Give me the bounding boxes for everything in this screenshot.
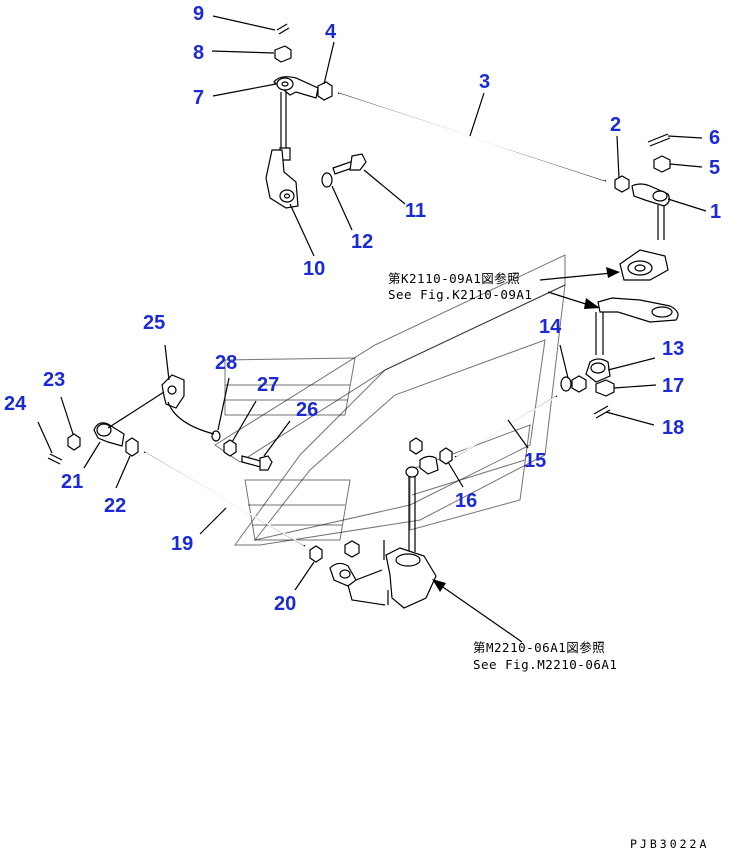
callout-13: 13 [662, 338, 684, 360]
lower-center-linkage [309, 437, 453, 609]
nut-4 [317, 81, 333, 101]
ref1-jp: 第K2110-09A1図参照 [388, 271, 520, 286]
callout-21: 21 [61, 471, 83, 493]
left-linkage [47, 374, 273, 471]
callout-7: 7 [193, 87, 204, 109]
callout-16: 16 [455, 490, 477, 512]
callout-18: 18 [662, 417, 684, 439]
callout-27: 27 [257, 374, 279, 396]
washer-12 [321, 172, 333, 188]
callout-11: 11 [405, 200, 426, 222]
callout-9: 9 [193, 3, 204, 25]
callout-6: 6 [709, 127, 720, 149]
drawing-code: PJB3022A [630, 837, 709, 851]
callout-3: 3 [479, 71, 490, 93]
callout-20: 20 [274, 593, 296, 615]
ref1-en: See Fig.K2110-09A1 [388, 287, 532, 302]
callout-12: 12 [351, 231, 373, 253]
callout-26: 26 [296, 399, 318, 421]
callout-4: 4 [325, 21, 337, 43]
rod-15 [454, 395, 558, 458]
ref2-en: See Fig.M2210-06A1 [473, 657, 617, 672]
leader-lines [37, 15, 707, 591]
callout-1: 1 [710, 201, 721, 223]
upper-right-linkage [614, 133, 671, 240]
callout-17: 17 [662, 375, 684, 397]
callout-19: 19 [171, 533, 193, 555]
callout-28: 28 [215, 352, 237, 374]
right-middle-linkage [560, 358, 615, 419]
watermark-logo [214, 254, 566, 546]
callout-2: 2 [610, 114, 621, 136]
upper-bracket [595, 249, 679, 355]
upper-left-linkage [265, 23, 319, 209]
callout-22: 22 [104, 495, 126, 517]
part-number-callouts: 9 8 7 4 3 2 6 5 1 11 12 10 14 13 17 18 1… [4, 3, 721, 615]
callout-15: 15 [524, 450, 546, 472]
reference-arrows [432, 267, 620, 643]
ref2-jp: 第M2210-06A1図参照 [473, 640, 605, 655]
rod-3 [337, 92, 607, 182]
rod-19 [143, 451, 306, 547]
callout-25: 25 [143, 312, 165, 334]
bolt-11 [332, 153, 367, 175]
callout-10: 10 [303, 258, 325, 280]
callout-5: 5 [709, 157, 720, 179]
callout-14: 14 [539, 316, 562, 338]
callout-8: 8 [193, 42, 204, 64]
callout-24: 24 [4, 393, 27, 415]
callout-23: 23 [43, 369, 65, 391]
